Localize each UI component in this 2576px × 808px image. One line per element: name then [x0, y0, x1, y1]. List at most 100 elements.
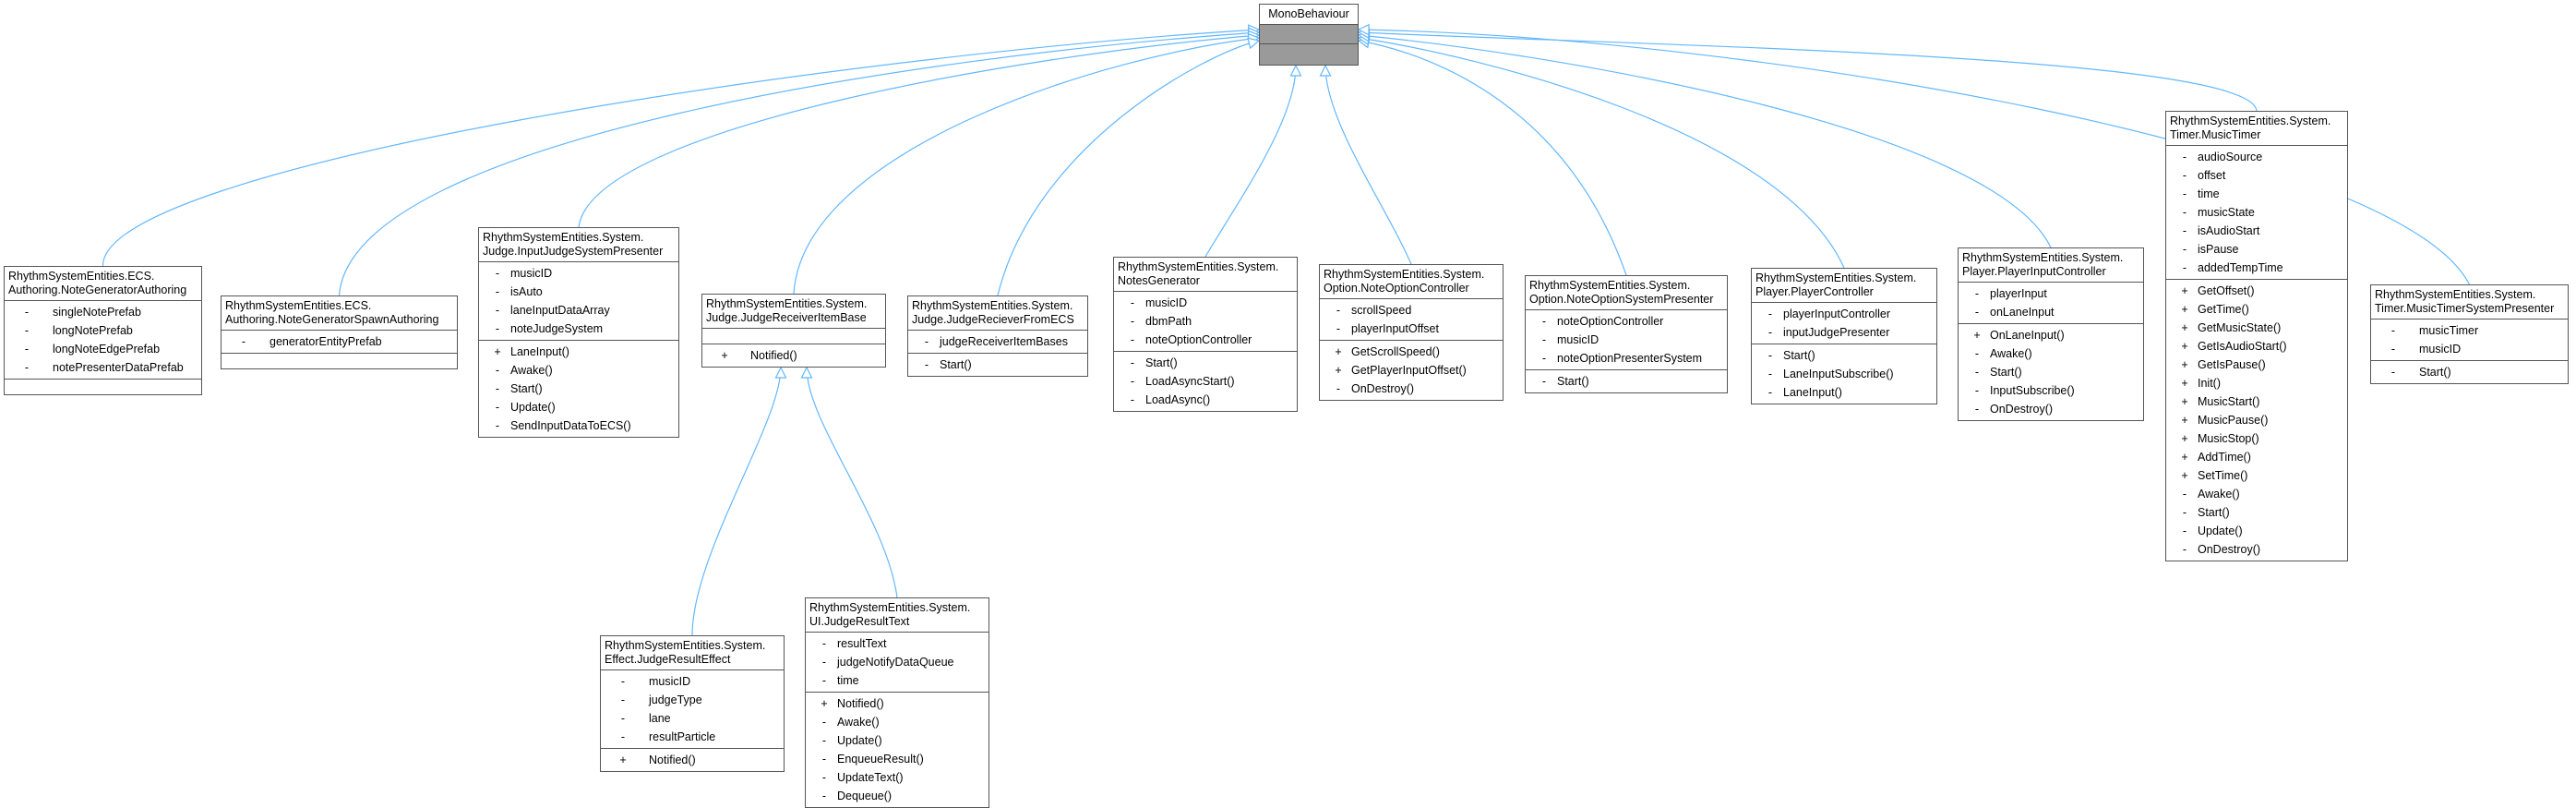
- operation-row[interactable]: -Awake(): [2166, 485, 2347, 503]
- operation-row[interactable]: +Notified(): [601, 751, 784, 769]
- operation-row[interactable]: -OnDestroy(): [1320, 380, 1503, 398]
- operation-row[interactable]: +Notified(): [806, 694, 988, 713]
- class-option-noteoptionsystempresenter[interactable]: RhythmSystemEntities.System.Option.NoteO…: [1525, 275, 1728, 393]
- operation-row[interactable]: +GetScrollSpeed(): [1320, 343, 1503, 361]
- attribute-row[interactable]: -judgeType: [601, 691, 784, 709]
- operation-row[interactable]: +LaneInput(): [479, 343, 678, 361]
- attribute-row[interactable]: -resultParticle: [601, 728, 784, 746]
- attribute-row[interactable]: -musicID: [601, 672, 784, 691]
- operation-row[interactable]: +MusicStop(): [2166, 429, 2347, 448]
- attribute-row[interactable]: -noteOptionController: [1526, 312, 1727, 331]
- attribute-row[interactable]: -laneInputDataArray: [479, 301, 678, 320]
- attribute-row[interactable]: -musicID: [2371, 340, 2568, 358]
- attribute-row[interactable]: -generatorEntityPrefab: [222, 332, 457, 351]
- attribute-row[interactable]: -isAuto: [479, 283, 678, 301]
- attribute-row[interactable]: -playerInput: [1959, 284, 2143, 303]
- attribute-row[interactable]: -isAudioStart: [2166, 222, 2347, 240]
- attribute-row[interactable]: -inputJudgePresenter: [1752, 323, 1936, 342]
- attribute-row[interactable]: -judgeNotifyDataQueue: [806, 653, 988, 671]
- attribute-row[interactable]: -noteOptionPresenterSystem: [1526, 349, 1727, 368]
- class-ui-judgeresulttext[interactable]: RhythmSystemEntities.System.UI.JudgeResu…: [805, 597, 989, 808]
- class-authoring-notegeneratorauthoring[interactable]: RhythmSystemEntities.ECS.Authoring.NoteG…: [4, 266, 202, 395]
- class-option-noteoptioncontroller[interactable]: RhythmSystemEntities.System.Option.NoteO…: [1319, 264, 1504, 401]
- class-player-playercontroller[interactable]: RhythmSystemEntities.System.Player.Playe…: [1751, 268, 1937, 404]
- attribute-row[interactable]: -onLaneInput: [1959, 303, 2143, 321]
- operation-row[interactable]: -InputSubscribe(): [1959, 381, 2143, 400]
- operation-row[interactable]: +GetPlayerInputOffset(): [1320, 361, 1503, 380]
- attribute-row[interactable]: -musicID: [1526, 331, 1727, 349]
- operation-row[interactable]: +AddTime(): [2166, 448, 2347, 466]
- class-timer-musictimersystempresenter[interactable]: RhythmSystemEntities.System.Timer.MusicT…: [2370, 284, 2569, 384]
- attribute-row[interactable]: -noteJudgeSystem: [479, 320, 678, 338]
- attribute-row[interactable]: -scrollSpeed: [1320, 301, 1503, 320]
- attribute-row[interactable]: -dbmPath: [1114, 312, 1297, 331]
- attribute-row[interactable]: -singleNotePrefab: [5, 303, 201, 321]
- attribute-row[interactable]: -audioSource: [2166, 148, 2347, 166]
- operation-row[interactable]: -Start(): [2371, 363, 2568, 381]
- operation-row[interactable]: -SendInputDataToECS(): [479, 416, 678, 435]
- attribute-row[interactable]: -longNoteEdgePrefab: [5, 340, 201, 358]
- edge-c1: [338, 31, 1260, 296]
- operation-name: GetPlayerInputOffset(): [1351, 364, 1467, 377]
- operation-row[interactable]: +Init(): [2166, 374, 2347, 392]
- operation-row[interactable]: -Start(): [908, 356, 1087, 374]
- operation-row[interactable]: -Dequeue(): [806, 787, 988, 805]
- attribute-row[interactable]: -isPause: [2166, 240, 2347, 259]
- operation-row[interactable]: -Start(): [1959, 363, 2143, 381]
- class-notesgenerator[interactable]: RhythmSystemEntities.System.NotesGenerat…: [1113, 257, 1298, 412]
- operation-row[interactable]: -Start(): [1526, 372, 1727, 391]
- operation-row[interactable]: -Update(): [806, 731, 988, 750]
- operation-row[interactable]: -Start(): [1752, 346, 1936, 365]
- class-player-playerinputcontroller[interactable]: RhythmSystemEntities.System.Player.Playe…: [1958, 247, 2144, 421]
- operation-row[interactable]: -Update(): [479, 398, 678, 416]
- attribute-row[interactable]: -offset: [2166, 166, 2347, 185]
- class-judge-inputjudgesystempresenter[interactable]: RhythmSystemEntities.System.Judge.InputJ…: [478, 227, 679, 438]
- attribute-row[interactable]: -addedTempTime: [2166, 259, 2347, 277]
- attribute-row[interactable]: -musicID: [1114, 294, 1297, 312]
- attribute-row[interactable]: -playerInputController: [1752, 305, 1936, 323]
- class-judge-judgereceiveritembase[interactable]: RhythmSystemEntities.System.Judge.JudgeR…: [701, 294, 886, 368]
- operation-row[interactable]: -Start(): [2166, 503, 2347, 522]
- attribute-row[interactable]: -time: [2166, 185, 2347, 203]
- operation-row[interactable]: +GetTime(): [2166, 300, 2347, 319]
- attribute-row[interactable]: -time: [806, 671, 988, 690]
- class-monobehaviour[interactable]: MonoBehaviour: [1259, 4, 1359, 66]
- class-judge-judgerecieverfromecs[interactable]: RhythmSystemEntities.System.Judge.JudgeR…: [907, 295, 1088, 377]
- attribute-row[interactable]: -notePresenterDataPrefab: [5, 358, 201, 377]
- operation-row[interactable]: +GetIsPause(): [2166, 356, 2347, 374]
- attribute-row[interactable]: -judgeReceiverItemBases: [908, 332, 1087, 351]
- operation-row[interactable]: -UpdateText(): [806, 768, 988, 787]
- operation-row[interactable]: -Start(): [1114, 354, 1297, 372]
- operation-row[interactable]: -Update(): [2166, 522, 2347, 540]
- operation-row[interactable]: -LoadAsyncStart(): [1114, 372, 1297, 391]
- operation-row[interactable]: +MusicStart(): [2166, 392, 2347, 411]
- class-timer-musictimer[interactable]: RhythmSystemEntities.System.Timer.MusicT…: [2165, 111, 2348, 561]
- operation-row[interactable]: +GetIsAudioStart(): [2166, 337, 2347, 356]
- attribute-row[interactable]: -resultText: [806, 634, 988, 653]
- operation-row[interactable]: -Awake(): [479, 361, 678, 380]
- operation-row[interactable]: +GetOffset(): [2166, 282, 2347, 300]
- operation-row[interactable]: -OnDestroy(): [2166, 540, 2347, 559]
- operation-row[interactable]: -Start(): [479, 380, 678, 398]
- operation-row[interactable]: -OnDestroy(): [1959, 400, 2143, 418]
- operation-row[interactable]: +MusicPause(): [2166, 411, 2347, 429]
- operation-row[interactable]: -Awake(): [806, 713, 988, 731]
- operation-row[interactable]: -EnqueueResult(): [806, 750, 988, 768]
- operation-row[interactable]: +GetMusicState(): [2166, 319, 2347, 337]
- operation-row[interactable]: -LaneInputSubscribe(): [1752, 365, 1936, 383]
- class-effect-judgeresulteffect[interactable]: RhythmSystemEntities.System.Effect.Judge…: [600, 635, 785, 772]
- attribute-row[interactable]: -musicID: [479, 264, 678, 283]
- class-authoring-notegeneratorspawnauthoring[interactable]: RhythmSystemEntities.ECS.Authoring.NoteG…: [221, 295, 458, 369]
- operation-row[interactable]: +OnLaneInput(): [1959, 326, 2143, 344]
- attribute-row[interactable]: -musicState: [2166, 203, 2347, 222]
- attribute-row[interactable]: -musicTimer: [2371, 321, 2568, 340]
- attribute-row[interactable]: -lane: [601, 709, 784, 728]
- operation-row[interactable]: -LaneInput(): [1752, 383, 1936, 402]
- operation-row[interactable]: -Awake(): [1959, 344, 2143, 363]
- operation-row[interactable]: -LoadAsync(): [1114, 391, 1297, 409]
- operation-row[interactable]: +Notified(): [702, 346, 885, 365]
- attribute-row[interactable]: -noteOptionController: [1114, 331, 1297, 349]
- attribute-row[interactable]: -playerInputOffset: [1320, 320, 1503, 338]
- attribute-row[interactable]: -longNotePrefab: [5, 321, 201, 340]
- operation-row[interactable]: +SetTime(): [2166, 466, 2347, 485]
